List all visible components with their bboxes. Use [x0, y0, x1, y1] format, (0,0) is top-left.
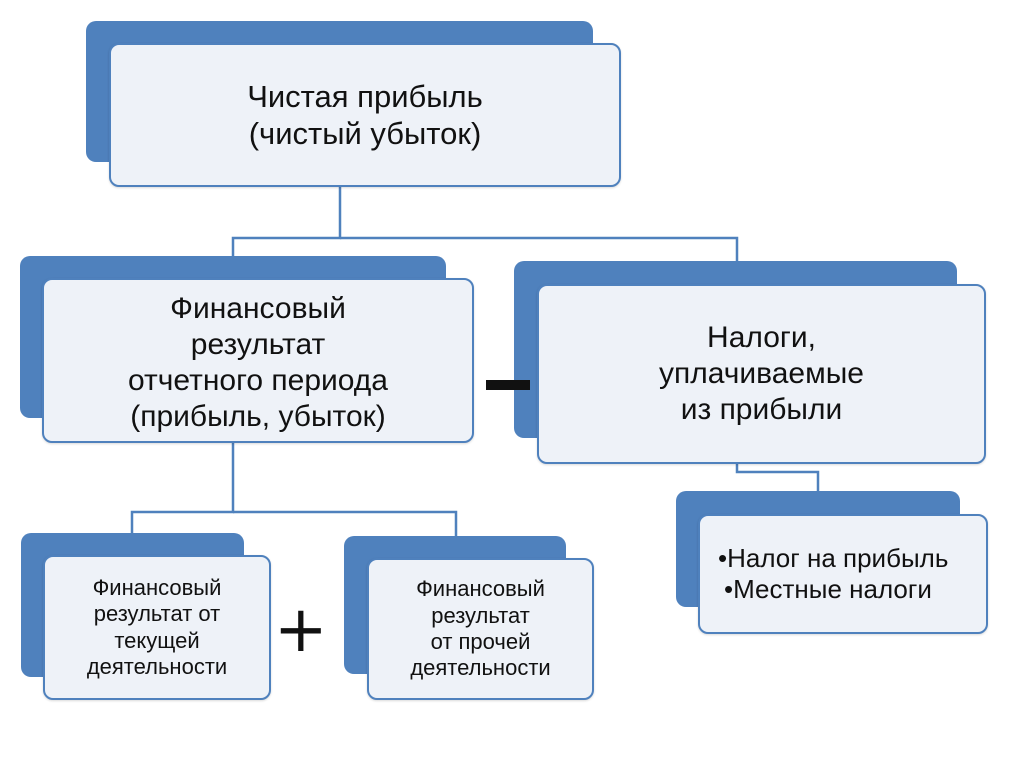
taxes-line-3: из прибыли: [680, 393, 843, 426]
current-activity-line-1: Финансовый: [92, 574, 222, 600]
connector-top-to-left: [231, 186, 342, 258]
minus-operator: [486, 380, 530, 390]
connector-mid-to-current: [130, 443, 235, 534]
current-activity-line-3: текущей: [114, 627, 200, 653]
connector-mid-to-other: [233, 510, 458, 537]
net-profit-line-1: Чистая прибыль: [247, 78, 483, 114]
current-activity-line-4: деятельности: [86, 653, 228, 679]
connector-taxes-to-list: [735, 463, 820, 492]
other-activity-line-1: Финансовый: [416, 576, 545, 602]
other-activity-line-3: от прочей: [430, 629, 531, 654]
plus-operator: +: [274, 593, 328, 667]
net-profit-line-2: (чистый убыток): [248, 116, 482, 151]
financial-result-line-3: отчетного периода: [128, 363, 388, 397]
current-activity-line-2: результат от: [93, 601, 221, 627]
tax-list-item-2: •Местные налоги: [724, 574, 932, 604]
connector-top-to-right: [340, 236, 739, 262]
taxes-line-1: Налоги,: [707, 321, 816, 354]
other-activity-line-2: результат: [431, 602, 530, 628]
taxes-line-2: уплачиваемые: [658, 357, 864, 390]
financial-result-line-1: Финансовый: [170, 291, 346, 325]
other-activity-line-4: деятельности: [410, 655, 551, 681]
financial-result-line-4: (прибыль, убыток): [130, 399, 386, 433]
financial-result-line-2: результат: [190, 327, 326, 361]
minus-operator-label: -: [486, 365, 530, 405]
tax-list-item-1: •Налог на прибыль: [718, 542, 949, 573]
